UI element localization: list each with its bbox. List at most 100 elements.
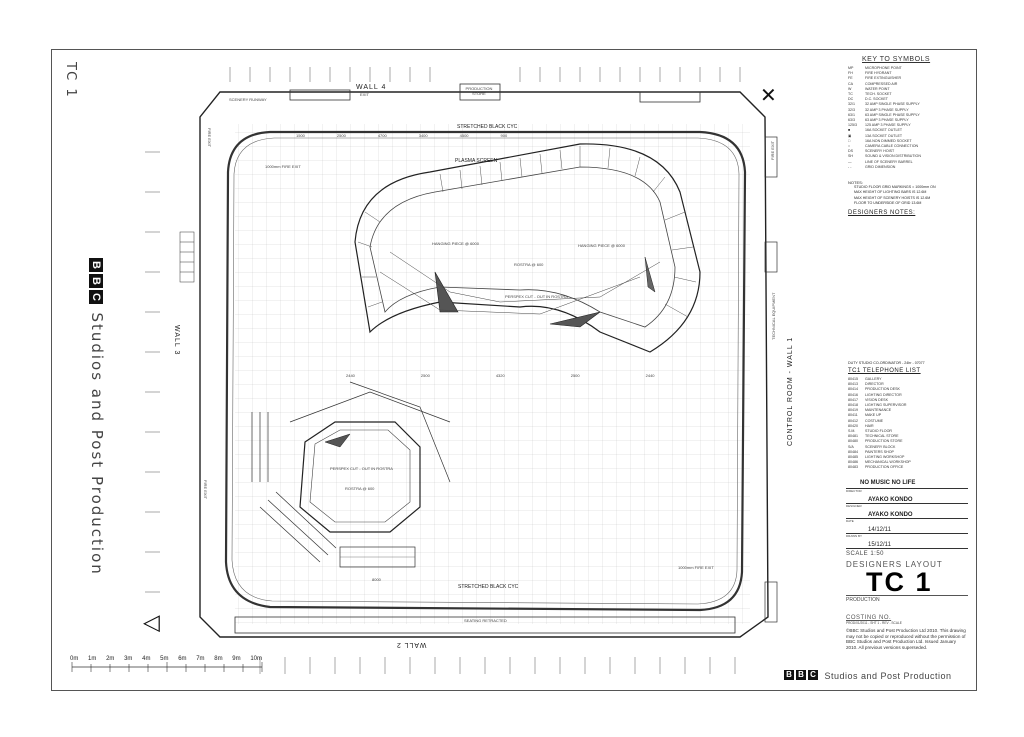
copyright-text: ©BBC Studios and Post Production Ltd 201… (846, 628, 966, 650)
date-label: DATE (846, 519, 854, 523)
perspex-triangle-far-right (644, 256, 656, 293)
top-doors-left (289, 89, 351, 101)
perspex-bottom-label: PERSPEX CUT - OUT IN ROSTRA (330, 466, 393, 471)
footer-brand-text: Studios and Post Production (824, 671, 952, 681)
perspex-triangle-right (549, 311, 601, 328)
title-block: NO MUSIC NO LIFE DIRECTOR AYAKO KONDO DE… (846, 480, 968, 650)
studio-outer-wall (199, 91, 769, 638)
north-arrow-icon: ▷ (143, 613, 160, 638)
dimension-bottom: 8000 (372, 577, 381, 582)
hanging-piece-left-label: HANGING PIECE @ 6000 (432, 241, 479, 246)
costing-line: PROD/01/2011 - SHT 1 - REV - SCALE (846, 621, 902, 625)
key-row: ■16A SOCKET OUTLET (848, 128, 903, 133)
phone-row: S.M.STUDIO FLOOR (848, 429, 892, 434)
bbc-brand-vertical: B B C Studios and Post Production (87, 258, 106, 576)
drawn-by-label: DRAWN BY (846, 534, 863, 538)
designers-notes-title: DESIGNERS NOTES: (848, 209, 916, 216)
notes-title: NOTES: (848, 180, 863, 186)
hanging-piece-right-label: HANGING PIECE @ 6000 (578, 243, 625, 248)
cross-mark-icon: ✕ (760, 85, 777, 107)
production-label: PRODUCTION (846, 595, 968, 603)
cyc-bottom-label: STRETCHED BLACK CYC (458, 584, 519, 590)
telephone-title: TC1 TELEPHONE LIST (848, 368, 921, 374)
date-row-1: 14/12/11 (846, 523, 968, 534)
stretched-black-cyc (224, 130, 747, 612)
seating-retracted-label: SEATING RETRACTED (464, 618, 507, 623)
perspex-top-label: PERSPEX CUT - OUT IN ROSTRA (505, 294, 568, 299)
key-row: □16A NON DIMMED SOCKET (848, 138, 912, 143)
rostra-top-label: ROSTRA @ 600 (514, 262, 544, 267)
wall-3-label: WALL 3 (173, 325, 180, 356)
production-title: NO MUSIC NO LIFE (860, 480, 916, 486)
bbc-logo: B B C (89, 258, 104, 304)
fire-exit-1000-top-label: 1000mm FIRE EXIT (265, 164, 301, 169)
studio-title: TC 1 (866, 567, 933, 597)
key-row: ▣13A SOCKET OUTLET (848, 133, 903, 138)
scale-text: SCALE 1:50 (846, 551, 885, 557)
designer-row: AYAKO KONDO (846, 508, 968, 519)
director-row: AYAKO KONDO (846, 493, 968, 504)
layout-title: DESIGNERS LAYOUT (846, 560, 943, 569)
footer-bbc-logo: B B C (784, 669, 818, 680)
production-store-label: PRODUCTION STORE (465, 86, 493, 96)
floor-plan (145, 67, 778, 674)
key-row: - -GRID DIMENSION (848, 164, 896, 169)
seating-retracted (234, 616, 736, 634)
fire-exit-left-top-label: FIRE EXIT (207, 128, 212, 148)
perspex-triangle-octagon (324, 433, 351, 448)
wall-2-label: WALL 2 (396, 641, 427, 648)
top-doors-right (639, 91, 701, 103)
cyc-top-label: STRETCHED BLACK CYC (457, 124, 518, 130)
duty-coordinator: DUTY STUDIO CO-ORDINATOR - 24hr - 07077 (848, 361, 925, 365)
fire-exit-1000-bottom-label: 1000mm FIRE EXIT (678, 565, 714, 570)
floor-grid (235, 124, 750, 624)
director-label: DIRECTOR (846, 489, 862, 493)
footer-brand: B B C Studios and Post Production (784, 666, 952, 684)
perspex-triangle-left (434, 271, 459, 313)
key-row: —LINE OF SCENERY BARREL (848, 159, 913, 164)
costing-label: COSTING NO. (846, 615, 892, 621)
exit-label: EXIT (360, 92, 369, 97)
key-row: ○CAMERA CABLE CONNECTION (848, 144, 919, 149)
studio-code-vertical: TC 1 (63, 62, 78, 99)
wall-4-label: WALL 4 (356, 84, 387, 91)
rostra-bottom-label: ROSTRA @ 600 (345, 486, 375, 491)
production-store-box (459, 83, 501, 101)
fire-exit-right-label: FIRE EXIT (770, 140, 775, 160)
technical-equipment-label: TECHNICAL EQUIPMENT (771, 292, 776, 340)
designer-label: DESIGNER (846, 504, 862, 508)
rostra-octagon (299, 421, 421, 533)
